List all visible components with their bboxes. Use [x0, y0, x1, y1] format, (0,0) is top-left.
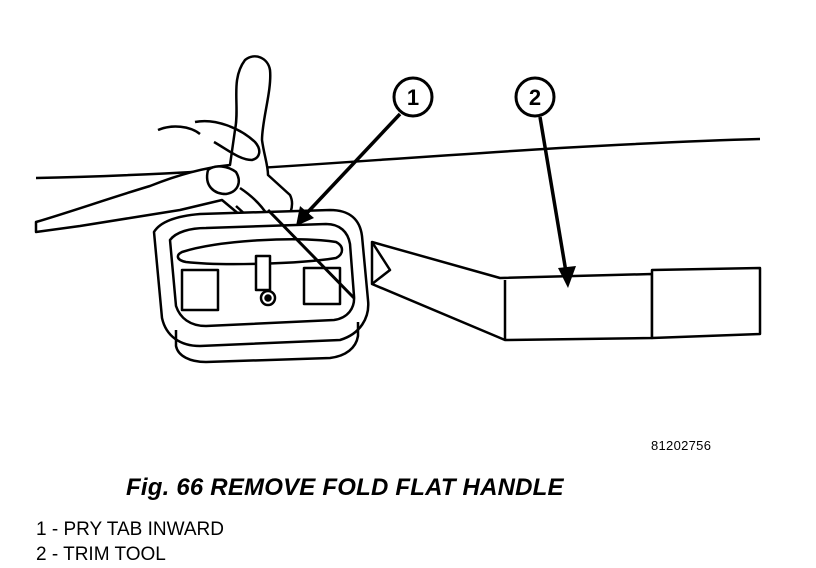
legend: 1 - PRY TAB INWARD 2 - TRIM TOOL	[36, 517, 224, 567]
legend-item-2: 2 - TRIM TOOL	[36, 544, 166, 565]
figure-caption: Fig. 66 REMOVE FOLD FLAT HANDLE	[126, 474, 564, 501]
callout-1-number: 1	[407, 85, 419, 110]
callout-2-number: 2	[529, 85, 541, 110]
trim-tool	[370, 240, 762, 342]
seat-surface-line	[35, 137, 761, 180]
legend-item-1: 1 - PRY TAB INWARD	[36, 519, 224, 540]
callout-1: 1	[296, 76, 434, 226]
pry-rod	[266, 208, 356, 300]
callout-2: 2	[514, 76, 576, 288]
hand-illustration	[34, 55, 294, 234]
figure-id: 81202756	[651, 438, 712, 453]
handle-bezel	[152, 208, 370, 364]
